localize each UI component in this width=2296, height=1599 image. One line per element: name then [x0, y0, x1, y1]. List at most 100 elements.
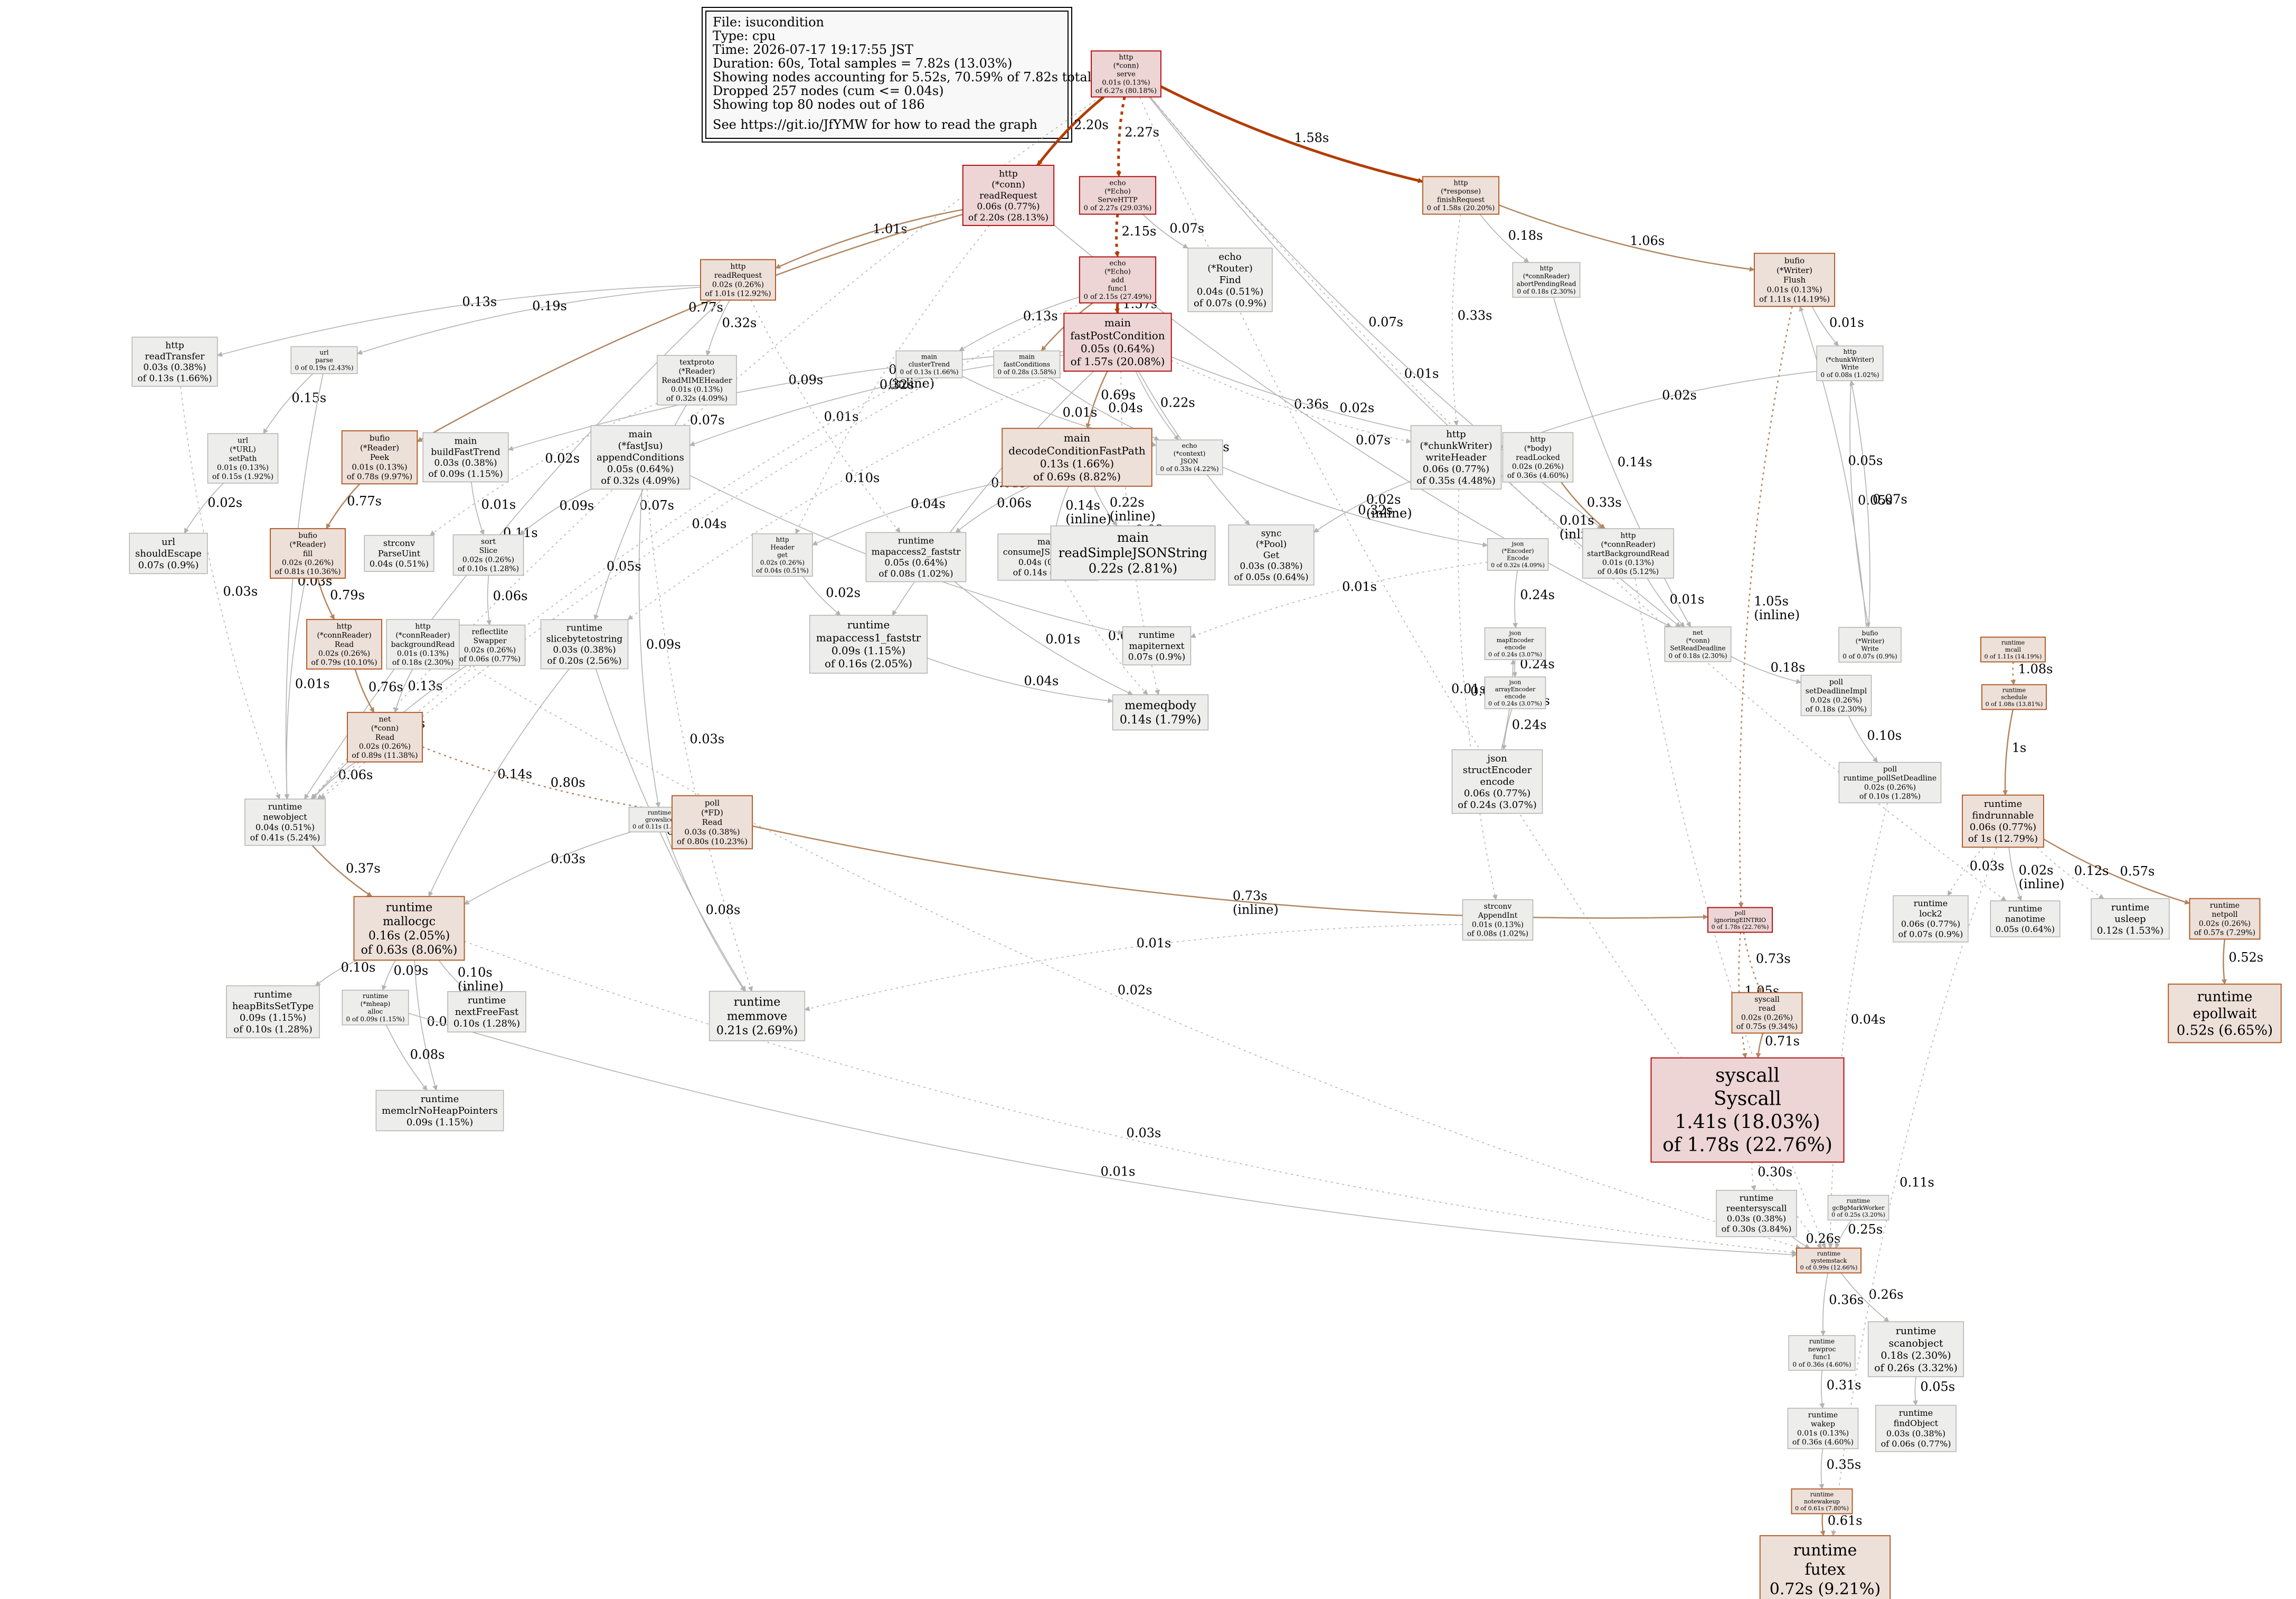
- graph-node-label: startBackgroundRead: [1587, 550, 1669, 558]
- graph-edge-label: 0.14s: [1618, 455, 1652, 469]
- graph-edge-label: 0.09s: [646, 637, 681, 652]
- graph-edge-label: 0.01s: [1101, 1164, 1136, 1179]
- graph-node-box: [129, 532, 208, 575]
- graph-node-label: runtime: [734, 996, 781, 1009]
- graph-node-box: [341, 430, 418, 485]
- graph-node-label: 0.05s (0.64%): [607, 464, 674, 475]
- graph-node-label: runtime: [566, 623, 602, 634]
- graph-node-label: runtime: [1793, 1541, 1857, 1560]
- graph-node-label: of 1.01s (12.92%): [705, 289, 771, 298]
- graph-node-label: http: [165, 341, 184, 351]
- graph-node-label: runtime: [898, 536, 934, 547]
- graph-edge: [408, 1013, 1797, 1257]
- graph-node-box: [752, 533, 813, 577]
- graph-node-label: (*Reader): [289, 541, 326, 549]
- graph-node-box: [306, 619, 382, 670]
- graph-node-label: runtime: [1809, 1338, 1835, 1345]
- graph-node-box: [1981, 684, 2047, 710]
- graph-edge: [802, 576, 841, 616]
- graph-node-label: 0 of 0.99s (12.66%): [1800, 1264, 1858, 1271]
- graph-node-box: [1731, 992, 1803, 1034]
- graph-node-label: runtime: [1817, 1250, 1840, 1257]
- graph-node-box: [1410, 425, 1502, 490]
- graph-edge: [804, 924, 1463, 1011]
- graph-node-label: of 0.63s (8.06%): [361, 944, 458, 957]
- graph-node-label: 0.05s (0.64%): [884, 558, 947, 568]
- graph-node-label: 0.02s (0.26%): [359, 742, 411, 751]
- graph-node-box: [1893, 895, 1969, 943]
- graph-node-box: [1800, 674, 1872, 717]
- graph-node-label: 0.03s (0.38%): [434, 458, 497, 468]
- graph-node-label: 1.41s (18.03%): [1675, 1111, 1820, 1133]
- graph-node-label: 0.06s (0.77%): [1423, 464, 1489, 475]
- graph-node-box: [1484, 627, 1546, 660]
- graph-node-label: 0 of 0.61s (7.80%): [1795, 1505, 1849, 1512]
- graph-node-box: [1838, 627, 1902, 663]
- graph-edge-label: 2.20s: [1074, 118, 1109, 133]
- graph-node-label: runtime: [2001, 639, 2025, 646]
- graph-node-label: of 0.16s (2.05%): [825, 657, 912, 670]
- graph-node-label: (*Writer): [1777, 266, 1812, 275]
- graph-node-box: [540, 619, 629, 670]
- graph-node-label: of 0.26s (3.32%): [1874, 1362, 1958, 1374]
- graph-edge-label: 1.05s: [1754, 594, 1789, 609]
- graph-edge: [646, 489, 753, 992]
- graph-node-label: sync: [1261, 528, 1282, 539]
- graph-node-label: 0.06s (0.77%): [1970, 822, 2036, 833]
- graph-node-label: runtime: [2210, 901, 2240, 910]
- graph-node-label: mcall: [2005, 646, 2021, 653]
- graph-node-label: 0.02s (0.26%): [462, 556, 514, 564]
- graph-edge-label: 0.04s: [911, 496, 946, 511]
- graph-edge: [955, 486, 1031, 533]
- graph-edge: [1647, 578, 1685, 627]
- graph-edge-label: 0.01s: [1560, 513, 1594, 528]
- graph-node-label: runtime: [2111, 902, 2150, 913]
- graph-edge-label: (inline): [2019, 877, 2065, 891]
- graph-node-label: bufio: [1862, 629, 1878, 637]
- graph-node-label: of 0.10s (1.28%): [233, 1024, 312, 1035]
- graph-node-label: gcBgMarkWorker: [1832, 1205, 1885, 1211]
- graph-edge: [1093, 486, 1118, 526]
- graph-node-label: http: [1530, 436, 1545, 444]
- graph-node-label: runtime: [268, 802, 302, 812]
- graph-node-label: 0.03s (0.38%): [1886, 1428, 1945, 1438]
- graph-node-label: 0.03s (0.38%): [1240, 561, 1302, 572]
- graph-node-label: (*connReader): [395, 632, 450, 640]
- graph-edge: [1840, 1272, 1889, 1322]
- graph-edge-label: 0.07s: [1368, 315, 1403, 330]
- graph-node-label: of 1.78s (22.76%): [1662, 1134, 1832, 1156]
- graph-node-label: json: [1508, 630, 1522, 637]
- graph-node-label: url: [319, 349, 328, 356]
- graph-edge-label: 0.14s: [1065, 498, 1100, 513]
- graph-node-label: runtime: [1847, 1197, 1870, 1204]
- graph-edge: [1820, 1273, 1829, 1337]
- graph-node-label: runtime: [2002, 686, 2026, 693]
- graph-edge-label: 0.01s: [1045, 632, 1080, 647]
- graph-edge-label: 0.10s: [341, 960, 376, 975]
- graph-node-label: of 0.15s (1.92%): [212, 473, 273, 481]
- graph-edge-label: (inline): [1233, 902, 1279, 917]
- graph-edge-label: 0.73s: [1756, 952, 1791, 966]
- graph-node-label: of 1.11s (14.19%): [1759, 295, 1830, 304]
- graph-node-label: of 0.30s (3.84%): [1722, 1224, 1792, 1234]
- graph-node-label: (*connReader): [1523, 272, 1570, 280]
- graph-node-label: memeqbody: [1125, 699, 1196, 712]
- graph-node-label: (*FD): [701, 808, 723, 817]
- graph-edge-label: 0.02s: [1366, 492, 1401, 507]
- graph-node-box: [1187, 247, 1273, 313]
- graph-edge-label: 0.01s: [1404, 366, 1439, 381]
- graph-node-label: findrunnable: [1972, 810, 2034, 821]
- graph-node-label: runtime: [363, 992, 388, 1000]
- graph-edge: [1791, 1236, 1810, 1249]
- graph-node-label: Get: [1263, 550, 1280, 561]
- graph-node-label: 0.04s (0.51%): [256, 822, 315, 832]
- graph-edge-label: (inline): [1110, 509, 1156, 524]
- graph-node-label: 0 of 1.08s (13.81%): [1986, 701, 2043, 708]
- graph-node-box: [1759, 1535, 1891, 1599]
